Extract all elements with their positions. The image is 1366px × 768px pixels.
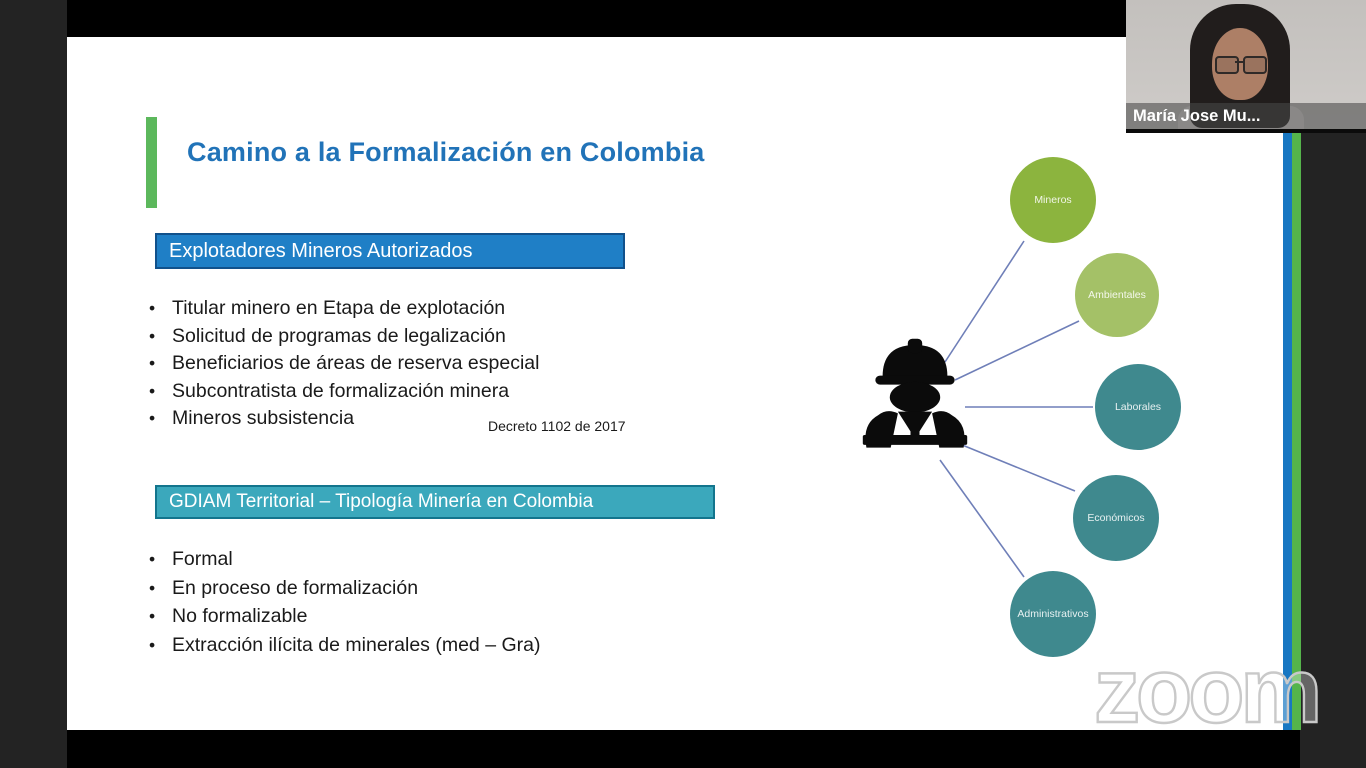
decree-note: Decreto 1102 de 2017 — [488, 418, 626, 434]
presentation-slide: Camino a la Formalización en Colombia Ex… — [67, 37, 1283, 730]
participant-name-label: María Jose Mu... — [1126, 103, 1366, 129]
slide-title: Camino a la Formalización en Colombia — [187, 137, 705, 167]
bullet-item: Subcontratista de formalización minera — [147, 378, 539, 406]
svg-text:zoom: zoom — [1094, 645, 1318, 737]
participant-face — [1212, 28, 1268, 100]
zoom-watermark: zoom — [1093, 645, 1324, 737]
diagram-node-economicos: Económicos — [1073, 475, 1159, 561]
glasses-left-lens — [1215, 56, 1239, 74]
bullet-item: En proceso de formalización — [147, 574, 540, 603]
section2-bullet-list: Formal En proceso de formalización No fo… — [147, 545, 540, 659]
diagram-node-mineros: Mineros — [1010, 157, 1096, 243]
diagram-node-laborales: Laborales — [1095, 364, 1181, 450]
miner-worker-icon — [862, 338, 968, 448]
bullet-item: Beneficiarios de áreas de reserva especi… — [147, 350, 539, 378]
slide-edge-stripe-blue — [1283, 37, 1292, 730]
bullet-item: Extracción ilícita de minerales (med – G… — [147, 631, 540, 660]
glasses-right-lens — [1243, 56, 1267, 74]
section1-bullet-list: Titular minero en Etapa de explotación S… — [147, 295, 539, 433]
bullet-item: Mineros subsistencia — [147, 405, 539, 433]
section2-header: GDIAM Territorial – Tipología Minería en… — [155, 485, 715, 519]
screen-share-area: Camino a la Formalización en Colombia Ex… — [67, 0, 1301, 768]
diagram-node-ambientales: Ambientales — [1075, 253, 1159, 337]
slide-edge-stripe-green — [1292, 37, 1301, 730]
title-accent-bar — [146, 117, 157, 208]
section1-header: Explotadores Mineros Autorizados — [155, 233, 625, 269]
diagram-node-administrativos: Administrativos — [1010, 571, 1096, 657]
webcam-video[interactable]: María Jose Mu... — [1126, 0, 1366, 133]
bullet-item: No formalizable — [147, 602, 540, 631]
bullet-item: Solicitud de programas de legalización — [147, 323, 539, 351]
bullet-item: Formal — [147, 545, 540, 574]
bullet-item: Titular minero en Etapa de explotación — [147, 295, 539, 323]
webcam-bottom-strip — [1126, 129, 1366, 133]
glasses-bridge — [1235, 61, 1243, 63]
